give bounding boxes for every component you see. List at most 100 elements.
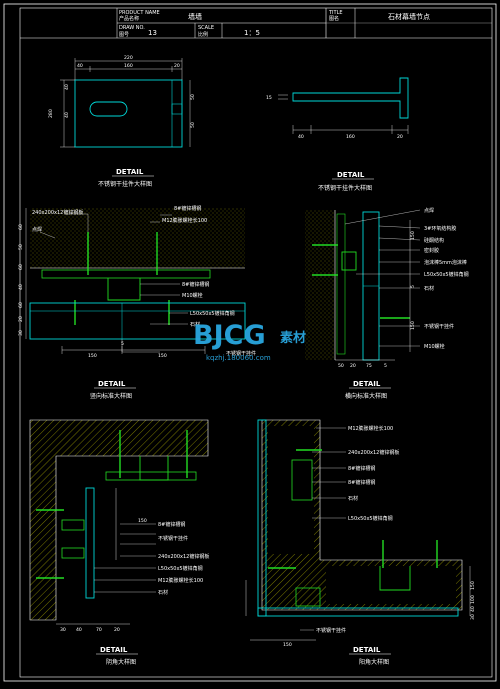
d3-dim-bottom-0: 150 [88, 353, 97, 359]
d5-dim-bottom-1: 40 [76, 627, 82, 633]
detail-3-caption-text: 竖向标准大样图 [90, 392, 132, 400]
d6-dim-right-2: 40 [470, 606, 476, 612]
detail-1-caption-text: 不锈钢干挂件大样图 [98, 180, 152, 188]
d1-dim-right-1: 50 [190, 122, 196, 128]
detail-2-caption-text: 不锈钢干挂件大样图 [318, 184, 372, 192]
detail-6-caption-text: 阳角大样图 [359, 658, 389, 666]
detail-4-heading: DETAIL [353, 380, 381, 388]
d3-label-1: 8#镀锌槽钢 [174, 205, 201, 212]
d1-dim-top-0: 220 [124, 55, 133, 61]
d5-dim-side-0: 150 [138, 518, 147, 524]
outer-frame [3, 3, 497, 682]
product-name-value: 墙墙 [188, 12, 202, 21]
d6-label-3: 8#镀锌槽钢 [348, 479, 375, 486]
d2-dim-bottom-1: 160 [346, 134, 355, 140]
detail-5-drawing: 8#镀锌槽钢 不锈钢干挂件 240x200x12镀锌钢板 L50x50x5镀锌角… [29, 419, 209, 633]
d4-dim-bottom-0: 50 [338, 363, 344, 369]
d5-dim-bottom-3: 20 [114, 627, 120, 633]
d6-dim-bottom-0: 150 [283, 642, 292, 648]
d3-dim-bottom-2: 150 [158, 353, 167, 359]
d6-label-0: M12膨胀螺栓长100 [348, 425, 393, 432]
drawing-no-label-en: DRAW NO. [119, 25, 145, 31]
detail-3-caption: DETAIL 竖向标准大样图 [90, 380, 136, 400]
d3-dim-left-1: 50 [18, 244, 24, 250]
scale-label-cn: 比例 [198, 31, 208, 38]
d5-label-3: L50x50x5镀锌角钢 [158, 565, 203, 572]
detail-4-caption-text: 横向标准大样图 [345, 392, 387, 400]
d6-dim-right-1: 100 [470, 595, 476, 604]
watermark-suffix: 素材 [280, 330, 306, 346]
d1-dim-top-1: 40 [77, 63, 83, 69]
product-name-label-en: PRODUCT NAME [119, 10, 160, 16]
d6-label-4: 石材 [348, 495, 358, 502]
d1-dim-side-1: 40 [64, 84, 70, 90]
d5-label-1: 不锈钢干挂件 [158, 535, 188, 542]
d2-dim-bottom-2: 20 [397, 134, 403, 140]
d4-dim-bottom-1: 20 [350, 363, 356, 369]
detail-6-drawing: M12膨胀螺栓长100 240x200x12镀锌钢板 8#镀锌槽钢 8#镀锌槽钢… [245, 419, 476, 648]
d1-dim-side-2: 40 [64, 112, 70, 118]
d4-label-8: M10螺栓 [424, 343, 445, 350]
detail-5-caption-text: 阴角大样图 [106, 658, 136, 666]
detail-4-caption: DETAIL 横向标准大样图 [345, 380, 391, 400]
d4-label-5: L50x50x5镀锌角钢 [424, 271, 469, 278]
detail-6-caption: DETAIL 阳角大样图 [349, 646, 391, 666]
d5-label-0: 8#镀锌槽钢 [158, 521, 185, 528]
title-label-en: TITLE [328, 10, 343, 16]
detail-2-heading: DETAIL [337, 171, 365, 179]
d4-label-4: 泡沫棒5mm泡沫棒 [424, 259, 467, 266]
d3-label-5: M10螺栓 [182, 292, 203, 299]
d4-dim-bottom-3: 5 [384, 363, 387, 369]
d4-label-2: 硅酮结构 [424, 237, 444, 244]
title-label-cn: 图名 [329, 15, 339, 22]
detail-2-caption: DETAIL 不锈钢干挂件大样图 [318, 171, 374, 192]
detail-2-drawing: 15 40 160 20 [266, 77, 409, 140]
d4-label-7: 不锈钢干挂件 [424, 323, 454, 330]
d1-dim-top-3: 20 [174, 63, 180, 69]
inner-frame [19, 7, 493, 678]
d5-label-2: 240x200x12镀锌钢板 [158, 553, 209, 560]
d3-dim-left-2: 60 [18, 264, 24, 270]
d4-label-1: 3#环氧结构胶 [424, 225, 456, 232]
detail-5-heading: DETAIL [100, 646, 128, 654]
d3-label-0: 240x200x12镀锌钢板 [32, 209, 83, 216]
watermark-brand: BJCG [193, 320, 266, 351]
d3-dim-left-6: 30 [18, 330, 24, 336]
detail-5-caption: DETAIL 阴角大样图 [96, 646, 138, 666]
d1-dim-top-2: 160 [124, 63, 133, 69]
d5-label-4: M12膨胀螺栓长100 [158, 577, 203, 584]
d3-label-6: L50x50x5镀锌角钢 [190, 310, 235, 317]
d6-label-6: 不锈钢干挂件 [316, 627, 346, 634]
watermark: BJCG 素材 kqzhj.180060.com [193, 320, 306, 362]
detail-3-drawing: 150 5 150 60 50 60 40 60 20 30 240x200x1… [18, 205, 256, 359]
d3-dim-left-4: 60 [18, 302, 24, 308]
d4-dim-right-2: 150 [410, 321, 416, 330]
drawing-no-value: 13 [148, 29, 157, 37]
d3-label-8: 不锈钢干挂件 [226, 350, 256, 357]
d1-dim-side-0: 280 [48, 109, 54, 118]
d3-dim-left-3: 40 [18, 284, 24, 290]
detail-1-caption: DETAIL 不锈钢干挂件大样图 [98, 168, 154, 188]
d6-label-5: L50x50x5镀锌角钢 [348, 515, 393, 522]
d4-dim-right-1: 5 [410, 285, 416, 288]
d3-label-2: M12膨胀螺栓长100 [162, 217, 207, 224]
d4-label-0: 点焊 [424, 207, 434, 214]
detail-1-drawing: 220 40 160 20 280 40 40 50 50 [48, 55, 196, 148]
d3-label-3: 点焊 [32, 226, 42, 233]
d3-label-4: 8#镀锌槽钢 [182, 281, 209, 288]
d3-label-7: 石材 [190, 321, 200, 328]
d3-dim-left-5: 20 [18, 316, 24, 322]
d4-dim-right-0: 150 [410, 231, 416, 240]
detail-3-heading: DETAIL [98, 380, 126, 388]
d3-dim-bottom-1: 5 [121, 341, 124, 347]
detail-6-heading: DETAIL [353, 646, 381, 654]
title-value: 石材幕墙节点 [388, 12, 430, 21]
detail-4-drawing: 点焊 3#环氧结构胶 硅酮结构 密封胶 泡沫棒5mm泡沫棒 L50x50x5镀锌… [305, 207, 469, 369]
d3-dim-left-0: 60 [18, 224, 24, 230]
d5-dim-bottom-2: 70 [96, 627, 102, 633]
scale-label-en: SCALE [198, 25, 214, 31]
d1-dim-right-0: 50 [190, 94, 196, 100]
d2-dim-top-0: 15 [266, 95, 272, 101]
